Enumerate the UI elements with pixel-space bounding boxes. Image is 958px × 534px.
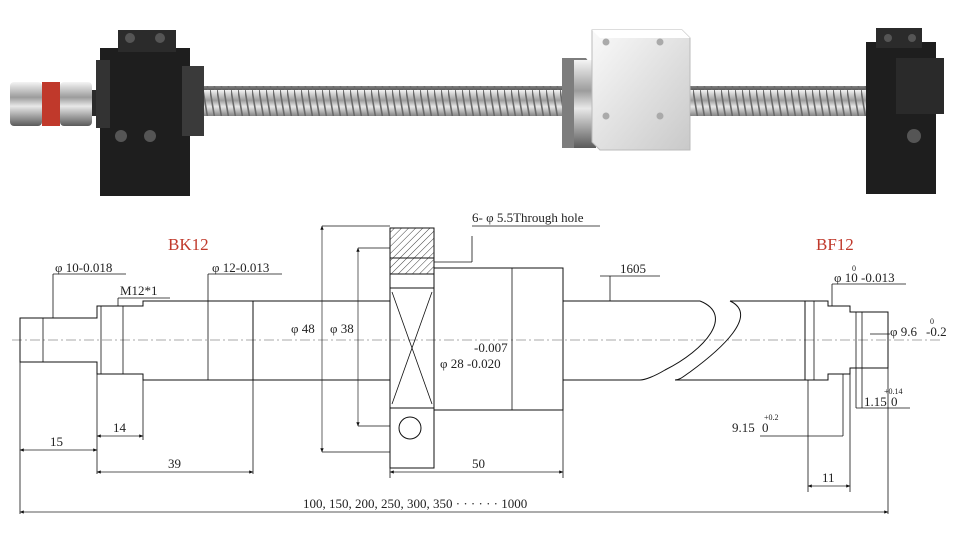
flange-hole-icon bbox=[398, 416, 422, 440]
d915-base: 0 bbox=[762, 420, 769, 435]
technical-drawing bbox=[12, 225, 940, 514]
d96-label: φ 9.6 bbox=[890, 324, 918, 339]
d28-tol-top: -0.007 bbox=[474, 340, 508, 355]
left-shaft-outline bbox=[19, 300, 254, 381]
d115-base: 0 bbox=[891, 394, 898, 409]
dim-50-label: 50 bbox=[472, 456, 485, 471]
break-line-2 bbox=[674, 300, 742, 381]
dim-14-label: 14 bbox=[113, 420, 127, 435]
d96-sup: 0 bbox=[930, 317, 934, 326]
d38-label: φ 38 bbox=[330, 321, 354, 336]
d10-left-label: φ 10-0.018 bbox=[55, 260, 112, 275]
total-length-options-label: 100, 150, 200, 250, 300, 350 · · · · · ·… bbox=[303, 496, 527, 511]
ball-screw-rod-icon bbox=[178, 86, 898, 116]
dim-15-label: 15 bbox=[50, 434, 63, 449]
d28-label: φ 28 -0.020 bbox=[440, 356, 501, 371]
d12-label: φ 12-0.013 bbox=[212, 260, 269, 275]
d115-label: 1.15 bbox=[864, 394, 887, 409]
dim-39-label: 39 bbox=[168, 456, 181, 471]
break-line-1 bbox=[639, 300, 716, 381]
d10-right-label: φ 10 -0.013 bbox=[834, 270, 895, 285]
coupling-icon bbox=[10, 82, 104, 126]
d915-label: 9.15 bbox=[732, 420, 755, 435]
bk12-label: BK12 bbox=[168, 235, 209, 254]
nut-body bbox=[433, 267, 564, 411]
d115-sup: +0.14 bbox=[884, 387, 903, 396]
length-1605-label: 1605 bbox=[620, 261, 646, 276]
m12-label: M12*1 bbox=[120, 283, 158, 298]
bf12-label: BF12 bbox=[816, 235, 854, 254]
d48-label: φ 48 bbox=[291, 321, 315, 336]
d96-tol: -0.2 bbox=[926, 324, 947, 339]
bk12-support-block-icon bbox=[96, 30, 204, 196]
d915-sup: +0.2 bbox=[764, 413, 779, 422]
bf12-support-block-icon bbox=[866, 28, 944, 194]
dim-11-label: 11 bbox=[822, 470, 835, 485]
ball-nut-housing-icon bbox=[562, 29, 691, 151]
d10-right-sup: 0 bbox=[852, 264, 856, 273]
through-hole-label: 6- φ 5.5Through hole bbox=[472, 210, 584, 225]
right-shaft-outline bbox=[804, 300, 889, 381]
product-photo bbox=[10, 28, 944, 196]
